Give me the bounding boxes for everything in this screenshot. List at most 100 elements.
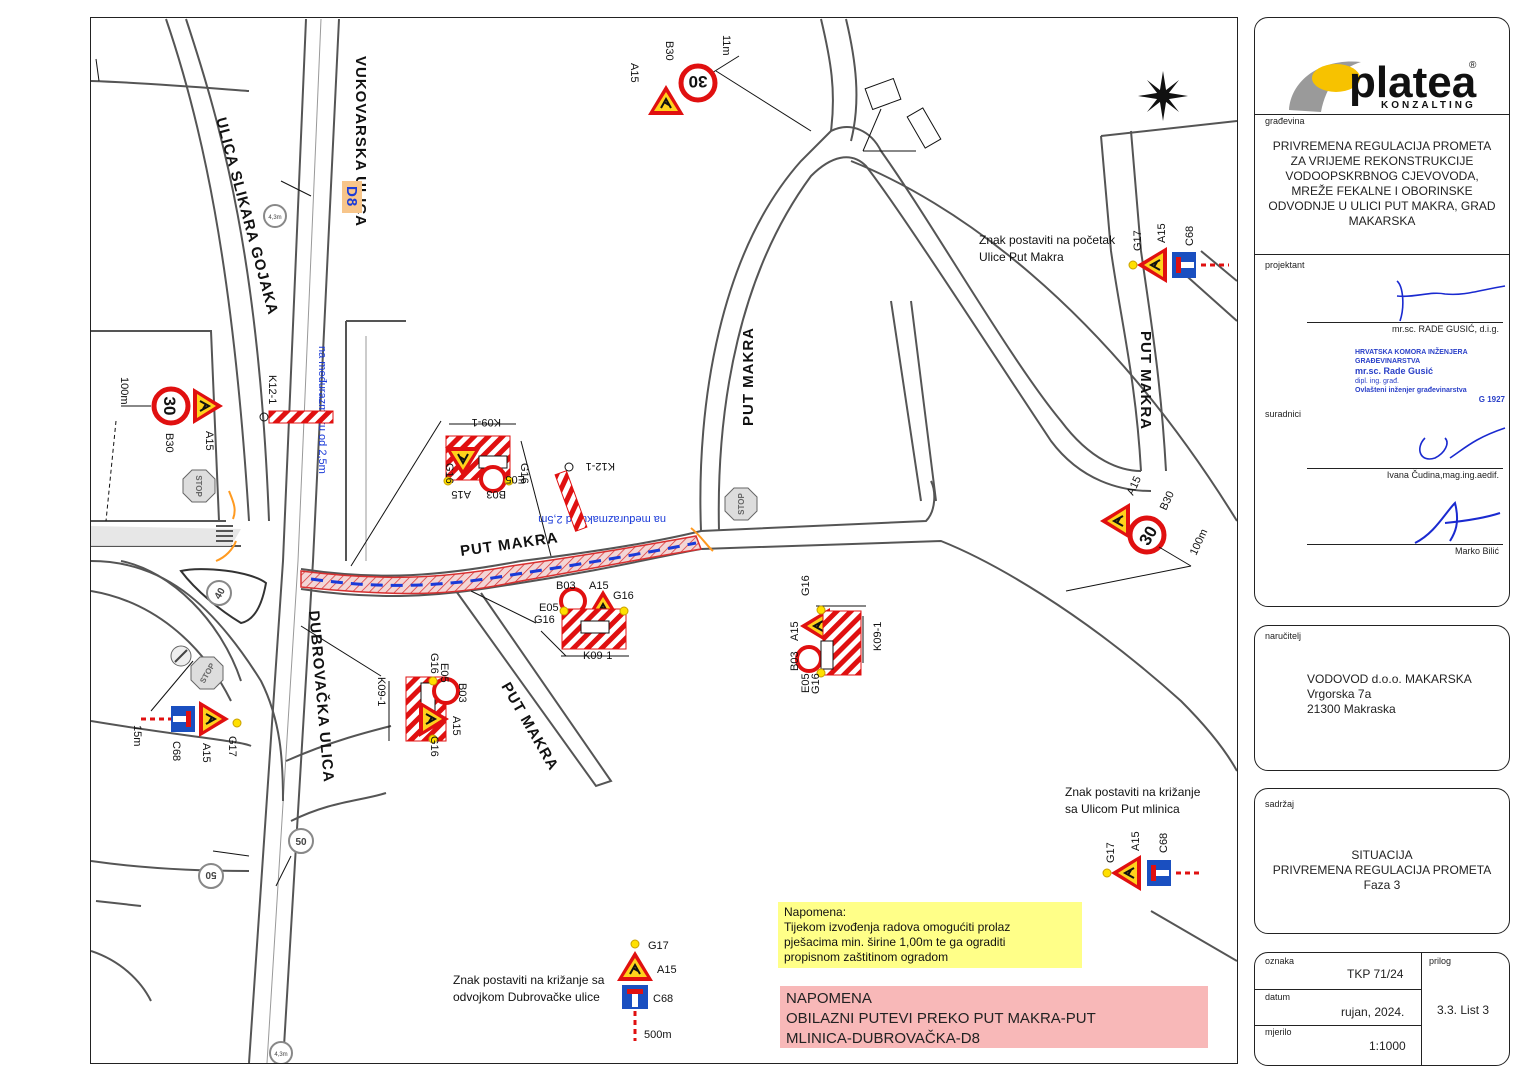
svg-text:100m: 100m [118, 377, 130, 405]
svg-text:A15: A15 [1130, 831, 1142, 851]
svg-text:K12-1: K12-1 [586, 460, 615, 472]
suradnik-1-name: Ivana Čudina,mag.ing.aedif. [1386, 470, 1499, 480]
note-pink-line: MLINICA-DUBROVAČKA-D8 [786, 1030, 980, 1047]
note-yellow-line: pješacima min. širine 1,00m te ga ogradi… [784, 935, 1006, 949]
note-yellow: Napomena: Tijekom izvođenja radova omogu… [778, 902, 1082, 968]
engineer-stamp: HRVATSKA KOMORA INŽENJERA GRAĐEVINARSTVA… [1355, 349, 1505, 404]
datum-value: rujan, 2024. [1341, 1005, 1405, 1019]
svg-text:G17: G17 [648, 940, 669, 952]
suradnik-2-name: Marko Bilić [1454, 546, 1499, 556]
label-dubrovacka-line2: odvojkom Dubrovačke ulice [453, 990, 600, 1004]
svg-text:A15: A15 [657, 964, 677, 976]
sign-group-mlinica: G17 A15 C68 [1102, 831, 1203, 892]
svg-text:platea: platea [1349, 58, 1477, 107]
svg-text:K09-1: K09-1 [583, 650, 612, 662]
label-sadrzaj: sadržaj [1265, 799, 1295, 809]
sign-group-dubrovacka: G17 A15 C68 500m [616, 939, 677, 1041]
label-prilog: prilog [1429, 956, 1452, 966]
svg-text:KONZALTING: KONZALTING [1381, 100, 1476, 111]
sign-group-west: 30 100m B30 A15 [105, 377, 224, 522]
barrier-board: K12-1 [259, 375, 334, 424]
title-block-sadrzaj: sadržaj SITUACIJA PRIVREMENA REGULACIJA … [1254, 788, 1510, 934]
street-label-put-makra-north: PUT MAKRA [740, 327, 757, 426]
sign-group-b30-east: 30 A15 B30 100m [1065, 474, 1211, 592]
svg-text:A15: A15 [200, 743, 212, 763]
barrier-board-mid: K12-1 [554, 460, 615, 532]
label-oznaka: oznaka [1265, 956, 1295, 966]
label-mlinica-line1: Znak postaviti na križanje [1065, 785, 1201, 799]
svg-text:50: 50 [205, 869, 217, 880]
speed-limit-sign: 30 [678, 63, 718, 103]
svg-text:E05: E05 [800, 673, 812, 693]
svg-text:A15: A15 [789, 621, 801, 641]
svg-text:A15: A15 [451, 488, 471, 500]
svg-text:G17: G17 [1105, 842, 1117, 863]
svg-text:STOP: STOP [194, 475, 203, 497]
svg-text:STOP: STOP [737, 493, 746, 515]
svg-text:C68: C68 [653, 993, 673, 1005]
svg-text:15m: 15m [131, 725, 143, 746]
svg-text:G16: G16 [613, 590, 634, 602]
street-label-put-makra-main: PUT MAKRA [459, 529, 559, 560]
svg-text:B03: B03 [456, 683, 468, 703]
speed-limit-40-sign: 40 [206, 580, 232, 606]
svg-text:C68: C68 [1184, 226, 1196, 246]
svg-text:B30: B30 [163, 433, 175, 453]
svg-text:G16: G16 [810, 673, 822, 694]
direction-sign [862, 77, 942, 152]
title-block-narucitelj: naručitelj VODOVOD d.o.o. MAKARSKA Vrgor… [1254, 625, 1510, 771]
svg-text:G17: G17 [226, 736, 238, 757]
svg-text:G17: G17 [1132, 230, 1144, 251]
svg-text:A15: A15 [589, 580, 609, 592]
sign-group-dead-end-east: G17 A15 C68 [1128, 223, 1229, 284]
label-start-line2: Ulice Put Makra [979, 250, 1064, 264]
label-projektant: projektant [1265, 260, 1305, 270]
signature-suradnik-1 [1419, 427, 1506, 460]
svg-text:4,3m: 4,3m [268, 215, 281, 221]
roadworks-triangle-sign [647, 84, 685, 116]
svg-text:100m: 100m [1188, 527, 1211, 557]
label-mlinica-line2: sa Ulicom Put mlinica [1065, 802, 1180, 816]
sign-group-k09-east: G16 A15 B03 E05 G16 K09-1 [789, 575, 884, 694]
narucitelj-address: VODOVOD d.o.o. MAKARSKA Vrgorska 7a 2130… [1307, 672, 1472, 716]
svg-text:A15: A15 [203, 431, 215, 451]
svg-text:11m: 11m [720, 35, 732, 56]
svg-text:G16: G16 [428, 736, 440, 757]
platea-logo: platea ® KONZALTING [1289, 58, 1477, 112]
compass-icon [1138, 71, 1188, 121]
svg-text:C68: C68 [1158, 833, 1170, 853]
mjerilo-value: 1:1000 [1369, 1039, 1406, 1053]
svg-text:G16: G16 [428, 653, 440, 674]
svg-text:B30: B30 [1158, 489, 1177, 512]
sign-group-k09-north: K09-1 G16 G16 E05 B03 A15 [350, 416, 552, 567]
svg-text:®: ® [1469, 60, 1477, 71]
svg-text:B03: B03 [789, 651, 801, 671]
svg-text:K09-1: K09-1 [472, 416, 501, 428]
prilog-value: 3.3. List 3 [1437, 1003, 1490, 1017]
svg-text:G16: G16 [800, 575, 812, 596]
svg-text:40: 40 [213, 586, 228, 602]
svg-text:A15: A15 [450, 716, 462, 736]
street-label-dubrovacka: DUBROVAČKA ULICA [305, 610, 338, 784]
spacing-note-1: na međurazmaku od 2,5m [316, 346, 328, 474]
sign-group-dead-end-west: 15m C68 A15 G17 [131, 660, 242, 763]
svg-text:B03: B03 [486, 488, 506, 500]
svg-text:30: 30 [689, 72, 708, 91]
label-mjerilo: mjerilo [1265, 1027, 1292, 1037]
note-yellow-line: Tijekom izvođenja radova omogućiti prola… [784, 920, 1011, 934]
note-pink: NAPOMENA OBILAZNI PUTEVI PREKO PUT MAKRA… [780, 986, 1208, 1048]
label-datum: datum [1265, 992, 1291, 1002]
svg-text:E05: E05 [438, 663, 450, 683]
note-yellow-line: propisnom zaštitinom ogradom [784, 950, 949, 964]
svg-text:E05: E05 [539, 602, 559, 614]
svg-text:K09-1: K09-1 [872, 622, 884, 651]
sign-group-k09-west: K09-1 E05 G16 B03 A15 G16 [300, 625, 468, 757]
svg-text:K09-1: K09-1 [375, 677, 387, 706]
label-start-line1: Znak postaviti na početak [979, 233, 1116, 247]
note-yellow-title: Napomena: [784, 905, 847, 919]
map-drawing: VUKOVARSKA ULICA D8 ULICA SLIKARA GOJAKA… [90, 17, 1238, 1064]
svg-text:B03: B03 [556, 580, 576, 592]
svg-text:E05: E05 [505, 473, 525, 485]
signature-suradnik-2 [1414, 501, 1501, 544]
projektant-name: mr.sc. RADE GUSIĆ, d.i.g. [1391, 324, 1499, 334]
